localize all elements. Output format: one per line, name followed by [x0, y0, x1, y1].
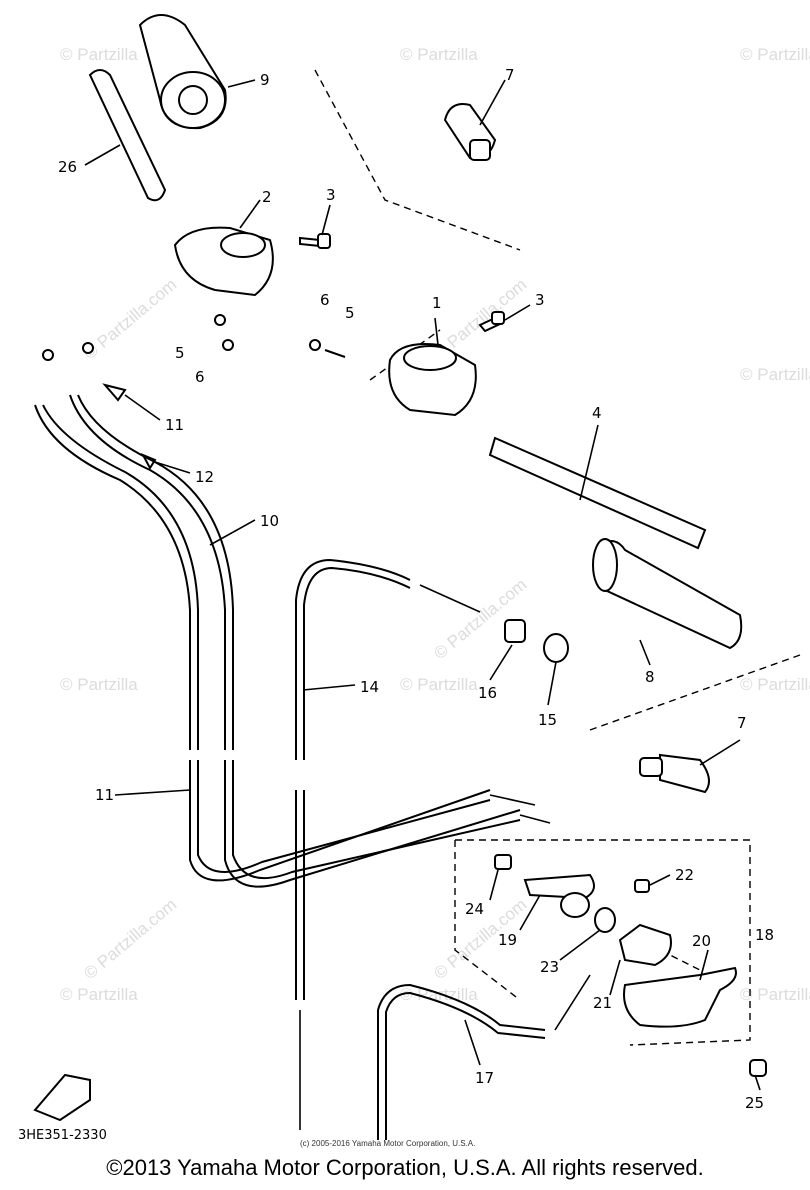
callout-23: 23	[540, 958, 559, 976]
part-1-throttle-housing	[388, 343, 477, 417]
part-3-screws	[299, 233, 505, 333]
callout-20: 20	[692, 932, 711, 950]
callout-10: 10	[260, 512, 279, 530]
callout-5: 5	[175, 344, 185, 362]
callout-12: 11	[165, 416, 184, 434]
callout-24: 24	[465, 900, 484, 918]
choke-assembly	[494, 854, 767, 1077]
callout-7: 7	[505, 66, 515, 84]
watermark: © Partzilla	[740, 985, 810, 1004]
callout-1: 1	[432, 294, 442, 312]
callout-18: 18	[755, 926, 774, 944]
part-8-grip	[592, 538, 743, 650]
callout-5: 5	[345, 304, 355, 322]
watermark: © Partzilla	[740, 675, 810, 694]
watermark: © Partzilla	[740, 365, 810, 384]
watermark: © Partzilla	[60, 675, 138, 694]
callout-21: 21	[593, 994, 612, 1012]
leader-lines	[84, 79, 761, 1091]
copyright-footer: ©2013 Yamaha Motor Corporation, U.S.A. A…	[106, 1155, 704, 1180]
watermark: © Partzilla	[60, 985, 138, 1004]
callout-11: 11	[95, 786, 114, 804]
small-copyright: (c) 2005-2016 Yamaha Motor Corporation, …	[300, 1139, 476, 1148]
small-fasteners	[102, 314, 346, 470]
diagram-code: 3HE351-2330	[18, 1128, 107, 1143]
part-26-grip-end	[88, 69, 167, 202]
callout-3: 3	[535, 291, 545, 309]
choke-cable	[295, 558, 481, 1130]
part-7-bar-end-top	[443, 103, 497, 161]
watermark-url: © Partzilla.com	[80, 275, 180, 363]
callout-19: 19	[498, 931, 517, 949]
part-4-handlebar-pipe	[488, 436, 707, 550]
callout-25: 25	[745, 1094, 764, 1112]
callout-15: 15	[538, 711, 557, 729]
throttle-cables	[34, 342, 551, 888]
callout-26: 26	[58, 158, 77, 176]
callout-14: 14	[360, 678, 379, 696]
callout-3: 3	[326, 186, 336, 204]
callout-16: 16	[478, 684, 497, 702]
part-throttle-grip-top	[138, 14, 227, 130]
callout-22: 22	[675, 866, 694, 884]
callout-6: 6	[320, 291, 330, 309]
watermark: © Partzilla	[400, 675, 478, 694]
watermark: © Partzilla	[400, 45, 478, 64]
callout-7: 7	[737, 714, 747, 732]
part-2-switch-housing	[173, 226, 274, 297]
callout-17: 17	[475, 1069, 494, 1087]
callout-6: 6	[195, 368, 205, 386]
watermark: © Partzilla	[60, 45, 138, 64]
part-15-16-adjusters	[504, 619, 569, 663]
callout-labels: 9 7 26 2 3 6 5 1 3 5 6 4 11 12 10 14 16 …	[58, 66, 774, 1112]
callout-13: 12	[195, 468, 214, 486]
watermark-url: © Partzilla.com	[80, 895, 180, 983]
callout-8: 8	[645, 668, 655, 686]
watermark-layer: © Partzilla © Partzilla © Partzilla © Pa…	[60, 45, 810, 1004]
callout-2: 2	[262, 188, 272, 206]
assembly-lines	[314, 69, 801, 1046]
front-arrow-icon	[33, 1073, 91, 1122]
watermark: © Partzilla	[740, 45, 810, 64]
cable-17	[377, 974, 591, 1140]
watermark-url: © Partzilla.com	[430, 575, 530, 663]
callout-4: 4	[592, 404, 602, 422]
part-7-bar-end-lower	[639, 753, 710, 794]
callout-9: 9	[260, 71, 270, 89]
